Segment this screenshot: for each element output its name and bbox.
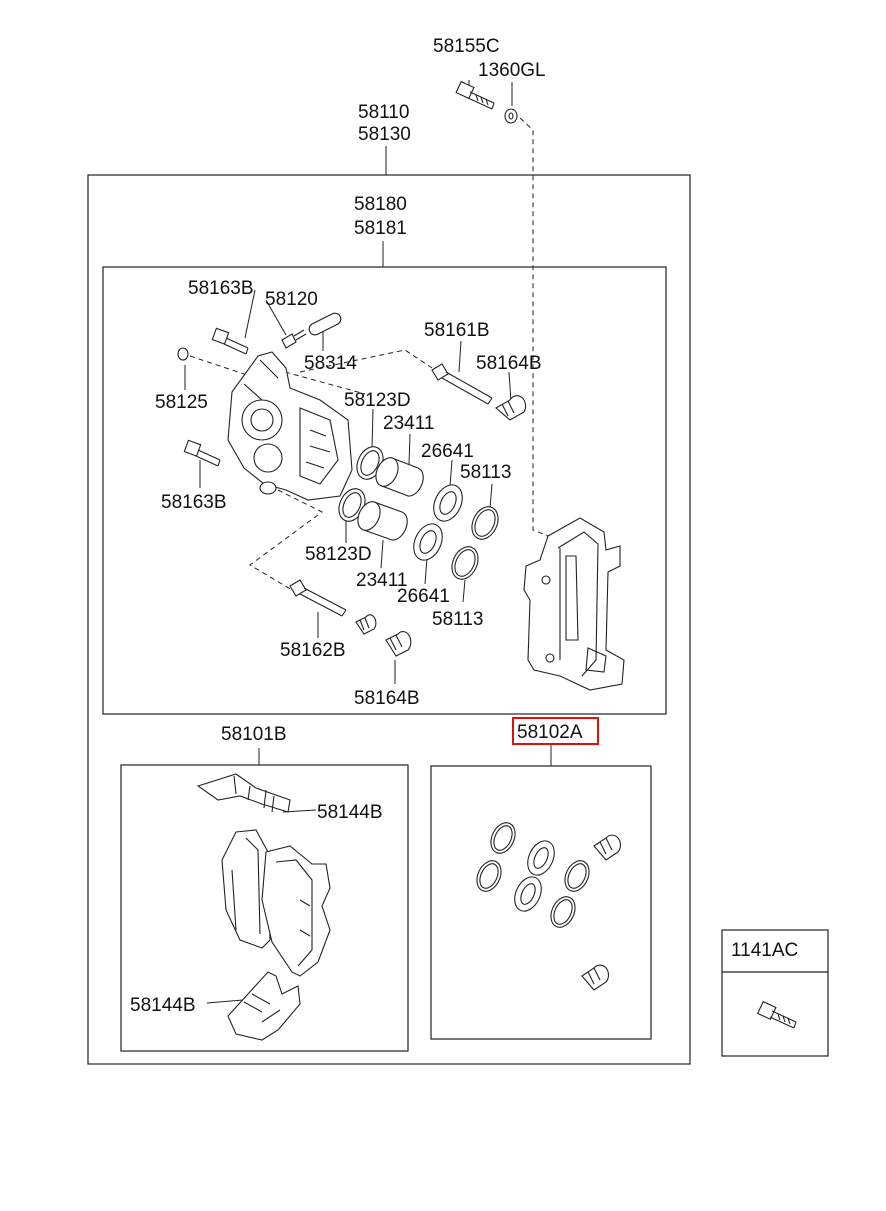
boot-58164B-upper-icon: [495, 395, 527, 421]
label-58181[interactable]: 58181: [354, 218, 407, 239]
label-58110[interactable]: 58110: [358, 102, 409, 123]
caliper-housing-icon: [227, 351, 353, 501]
label-58164B-lower[interactable]: 58164B: [354, 688, 420, 709]
label-1360GL[interactable]: 1360GL: [478, 60, 546, 81]
pad-kit-box: [120, 764, 409, 1052]
label-58163B-lower[interactable]: 58163B: [161, 492, 227, 513]
seal-kit-boot-lower-icon: [581, 964, 610, 991]
seal-58123D-lower-icon: [338, 488, 366, 522]
label-58113-lower[interactable]: 58113: [432, 609, 483, 630]
clip-58144B-lower-icon: [227, 971, 301, 1041]
ring-58113-upper-icon: [471, 506, 499, 540]
label-58144B-upper[interactable]: 58144B: [317, 802, 383, 823]
seal-kit-box: [430, 765, 652, 1040]
caliper-body-box: [102, 266, 667, 715]
guide-pin-58162B-icon: [289, 579, 347, 617]
label-23411-upper[interactable]: 23411: [383, 413, 434, 434]
boot-26641-upper-icon: [433, 484, 463, 522]
seal-kit-boot-upper-icon: [593, 834, 622, 861]
label-58162B[interactable]: 58162B: [280, 640, 346, 661]
label-26641-upper[interactable]: 26641: [421, 441, 474, 462]
guide-pin-58161B-icon: [431, 363, 493, 405]
washer-58125-icon: [177, 347, 189, 361]
label-58130[interactable]: 58130: [358, 124, 411, 145]
label-26641-lower[interactable]: 26641: [397, 586, 450, 607]
caliper-assembly-box: [87, 174, 691, 1065]
bushing-icon: [355, 614, 377, 635]
bolt-58163B-upper-icon: [211, 327, 249, 355]
bleeder-58120-icon: [281, 329, 307, 349]
bolt-58163B-lower-icon: [183, 439, 221, 467]
label-58102A[interactable]: 58102A: [517, 722, 583, 743]
washer-1360GL-icon: [504, 108, 518, 124]
label-58164B-upper[interactable]: 58164B: [476, 353, 542, 374]
label-58123D-upper[interactable]: 58123D: [344, 390, 411, 411]
cap-58314-icon: [308, 312, 342, 336]
clip-58144B-upper-icon: [196, 773, 291, 813]
label-58144B-lower[interactable]: 58144B: [130, 995, 196, 1016]
piston-23411-lower-icon: [357, 501, 408, 541]
brake-pad-outer-icon: [261, 845, 331, 977]
bolt-box: [721, 929, 829, 1057]
label-58113-upper[interactable]: 58113: [460, 462, 511, 483]
label-58155C[interactable]: 58155C: [433, 36, 500, 57]
label-58163B-upper[interactable]: 58163B: [188, 278, 254, 299]
label-58125[interactable]: 58125: [155, 392, 208, 413]
bolt-1141AC-icon: [756, 1000, 797, 1029]
boot-58164B-lower-icon: [385, 631, 412, 657]
brake-pad-inner-icon: [221, 829, 271, 949]
label-58180[interactable]: 58180: [354, 194, 407, 215]
caliper-bracket-icon: [523, 517, 625, 691]
label-58123D-lower[interactable]: 58123D: [305, 544, 372, 565]
label-23411-lower[interactable]: 23411: [356, 570, 407, 591]
bolt-58155C-icon: [455, 80, 495, 110]
piston-23411-upper-icon: [375, 457, 424, 497]
label-58101B[interactable]: 58101B: [221, 724, 287, 745]
ring-58113-lower-icon: [451, 546, 479, 580]
highlight-58102A: [512, 717, 599, 745]
boot-26641-lower-icon: [413, 523, 443, 561]
label-58314[interactable]: 58314: [304, 353, 357, 374]
label-58161B[interactable]: 58161B: [424, 320, 490, 341]
label-1141AC[interactable]: 1141AC: [731, 940, 798, 961]
seal-kit-rings-icon: [476, 822, 590, 928]
label-58120[interactable]: 58120: [265, 289, 318, 310]
